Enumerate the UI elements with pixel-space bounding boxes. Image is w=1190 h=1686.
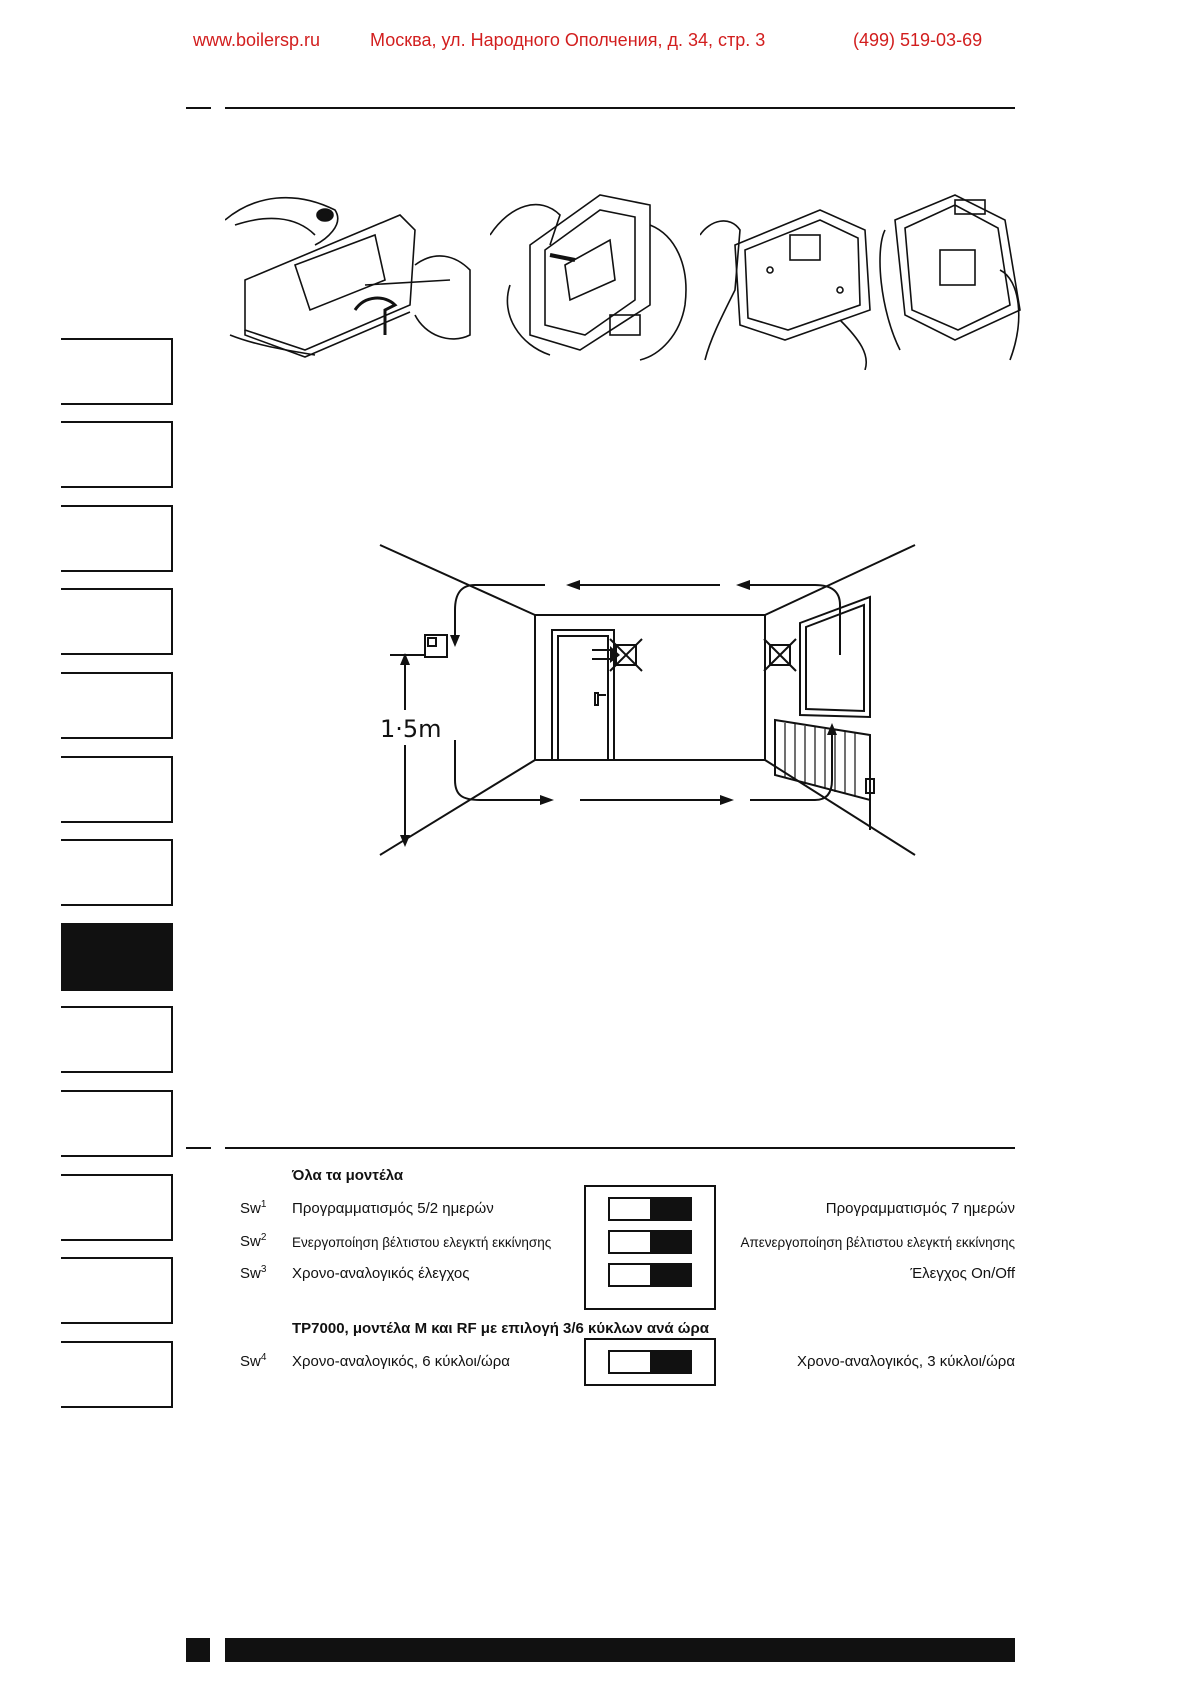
sw2-label: Sw2 bbox=[240, 1232, 267, 1250]
side-tab-2[interactable] bbox=[61, 423, 173, 488]
group1-title: Όλα τα μοντέλα bbox=[292, 1167, 404, 1184]
sw4-label: Sw4 bbox=[240, 1352, 267, 1370]
thermostat-hinge-illustration bbox=[490, 194, 687, 361]
side-tab-11[interactable] bbox=[61, 1176, 173, 1241]
sw2-right-text: Απενεργοποίηση βέλτιστου ελεγκτή εκκίνησ… bbox=[740, 1235, 1015, 1250]
sw1-right-text: Προγραμματισμός 7 ημερών bbox=[825, 1200, 1015, 1217]
top-rule-short bbox=[186, 107, 211, 109]
dip-switch-3[interactable] bbox=[608, 1263, 692, 1287]
group2-title: TP7000, μοντέλα M και RF με επιλογή 3/6 … bbox=[292, 1320, 709, 1337]
header-phone: (499) 519-03-69 bbox=[853, 30, 983, 50]
sw1-left-text: Προγραμματισμός 5/2 ημερών bbox=[292, 1200, 494, 1217]
side-tab-5[interactable] bbox=[61, 674, 173, 739]
side-tab-13[interactable] bbox=[61, 1343, 173, 1408]
thermostat-backplate-illustration bbox=[700, 194, 1021, 370]
sw2-left-text: Ενεργοποίηση βέλτιστου ελεγκτή εκκίνησης bbox=[292, 1235, 552, 1250]
page-header: www.boilersp.ru Москва, ул. Народного Оп… bbox=[0, 30, 1190, 56]
sw4-left-text: Χρονο-αναλογικός, 6 κύκλοι/ώρα bbox=[292, 1353, 510, 1370]
dip-switch-1-knob bbox=[650, 1199, 690, 1219]
side-tab-1[interactable] bbox=[61, 340, 173, 405]
sw1-label: Sw1 bbox=[240, 1199, 267, 1217]
header-website[interactable]: www.boilersp.ru bbox=[193, 30, 321, 50]
dip-switch-block-4 bbox=[584, 1338, 716, 1386]
dip-switch-2-knob bbox=[650, 1232, 690, 1252]
thermostat-open-illustration bbox=[225, 196, 471, 358]
sw4-right-text: Χρονο-αναλογικός, 3 κύκλοι/ώρα bbox=[797, 1353, 1015, 1370]
side-tab-3[interactable] bbox=[61, 507, 173, 572]
dip-switch-2[interactable] bbox=[608, 1230, 692, 1254]
side-tab-8-active[interactable] bbox=[61, 923, 173, 991]
dip-switch-3-knob bbox=[650, 1265, 690, 1285]
sw3-right-text: Έλεγχος On/Off bbox=[910, 1265, 1015, 1282]
mid-rule-short bbox=[186, 1147, 211, 1149]
side-tab-12[interactable] bbox=[61, 1259, 173, 1324]
sw3-label: Sw3 bbox=[240, 1264, 267, 1282]
side-tab-4[interactable] bbox=[61, 590, 173, 655]
footer-square bbox=[186, 1638, 210, 1662]
side-tab-6[interactable] bbox=[61, 758, 173, 823]
footer-bar bbox=[225, 1638, 1015, 1662]
sw3-left-text: Χρονο-αναλογικός έλεγχος bbox=[292, 1265, 470, 1282]
mid-rule-long bbox=[225, 1147, 1015, 1149]
dip-switch-4-knob bbox=[650, 1352, 690, 1372]
room-placement-diagram: 1·5m bbox=[379, 544, 916, 856]
header-address: Москва, ул. Народного Ополчения, д. 34, … bbox=[370, 30, 766, 50]
side-tab-7[interactable] bbox=[61, 841, 173, 906]
top-rule-long bbox=[225, 107, 1015, 109]
height-label: 1·5m bbox=[380, 715, 442, 743]
side-tab-10[interactable] bbox=[61, 1092, 173, 1157]
dip-switch-4[interactable] bbox=[608, 1350, 692, 1374]
dip-switch-1[interactable] bbox=[608, 1197, 692, 1221]
dip-switch-block bbox=[584, 1185, 716, 1310]
side-tab-9[interactable] bbox=[61, 1008, 173, 1073]
